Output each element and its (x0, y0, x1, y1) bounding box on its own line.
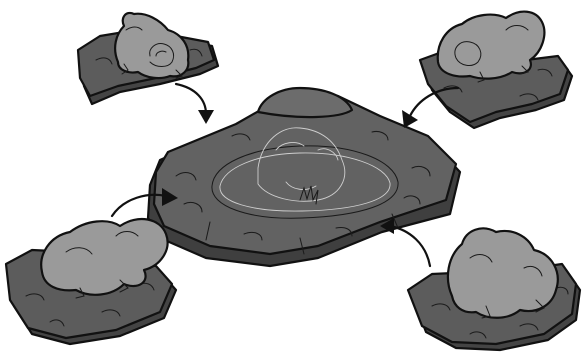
arrow-top-left (176, 84, 214, 124)
rock-piece-top-left (78, 13, 218, 104)
central-base (148, 88, 460, 266)
rock-piece-bottom-left (6, 219, 176, 344)
rock-piece-top-right (420, 12, 572, 128)
rock-piece-bottom-right (408, 228, 580, 350)
